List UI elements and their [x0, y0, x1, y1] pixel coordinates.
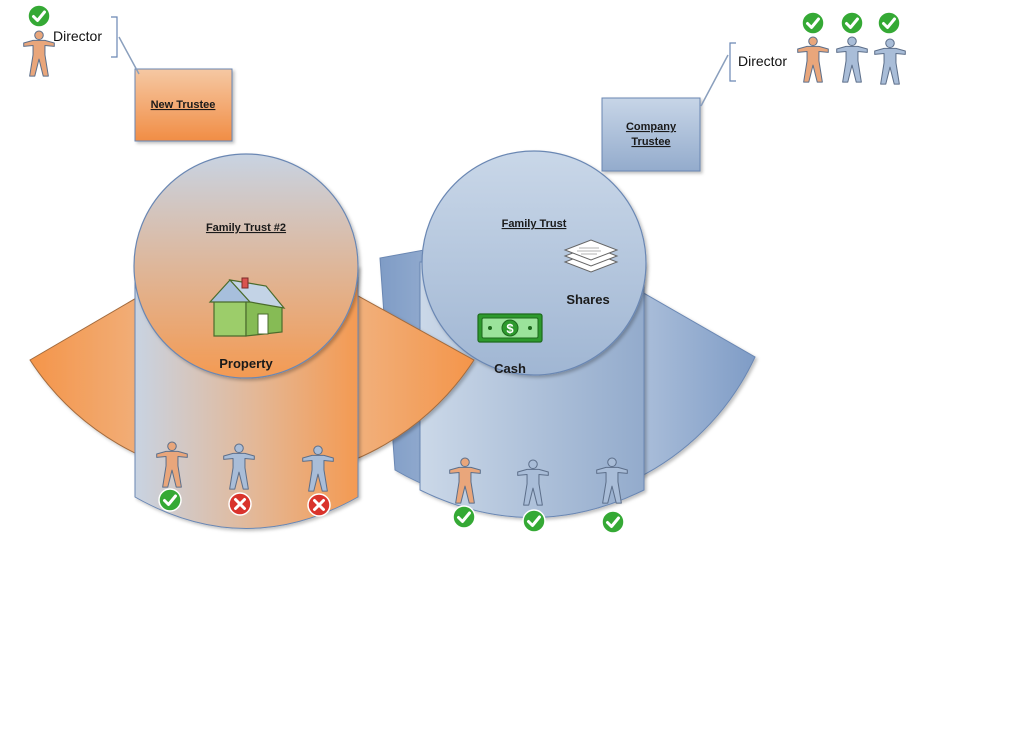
director-label: Director: [738, 53, 787, 69]
trustee-label: New Trustee: [151, 99, 216, 111]
check-icon: [840, 11, 864, 35]
trust-circle: [133, 153, 359, 379]
trustee-label-line-1: Company: [626, 121, 677, 133]
trust-title: Family Trust #2: [206, 222, 286, 234]
check-icon: [877, 11, 901, 35]
trust-title: Family Trust: [502, 218, 567, 230]
check-icon: [522, 509, 546, 533]
check-icon: [801, 11, 825, 35]
director-left-group: Director: [23, 4, 140, 77]
check-icon: [158, 488, 182, 512]
person-icon: [874, 38, 906, 85]
person-icon: [23, 30, 55, 77]
asset-label-property: Property: [219, 356, 273, 371]
callout-line: [700, 54, 729, 107]
callout-bracket: [729, 42, 736, 82]
money-bill-icon: $: [477, 313, 543, 343]
check-icon: [452, 505, 476, 529]
check-icon: [601, 510, 625, 534]
person-icon: [836, 36, 868, 83]
trustee-label-line-2: Trustee: [631, 136, 670, 148]
asset-label-cash: Cash: [494, 361, 526, 376]
person-icon: [797, 36, 829, 83]
check-icon: [27, 4, 51, 28]
cross-icon: [307, 493, 331, 517]
family-trust-2-group: Family Trust #2 Property: [29, 153, 475, 529]
director-right-group: Director: [700, 11, 906, 107]
family-trust-group: Family Trust Shares $ Cash: [379, 150, 756, 534]
callout-bracket: [111, 16, 118, 58]
cross-icon: [228, 492, 252, 516]
house-icon: [208, 277, 286, 337]
director-label: Director: [53, 28, 102, 44]
svg-text:$: $: [506, 321, 514, 336]
callout-line: [118, 36, 140, 75]
asset-label-shares: Shares: [566, 292, 609, 307]
company-trustee-box: Company Trustee: [601, 97, 701, 172]
new-trustee-box: New Trustee: [134, 68, 233, 142]
documents-stack-icon: [563, 239, 619, 273]
